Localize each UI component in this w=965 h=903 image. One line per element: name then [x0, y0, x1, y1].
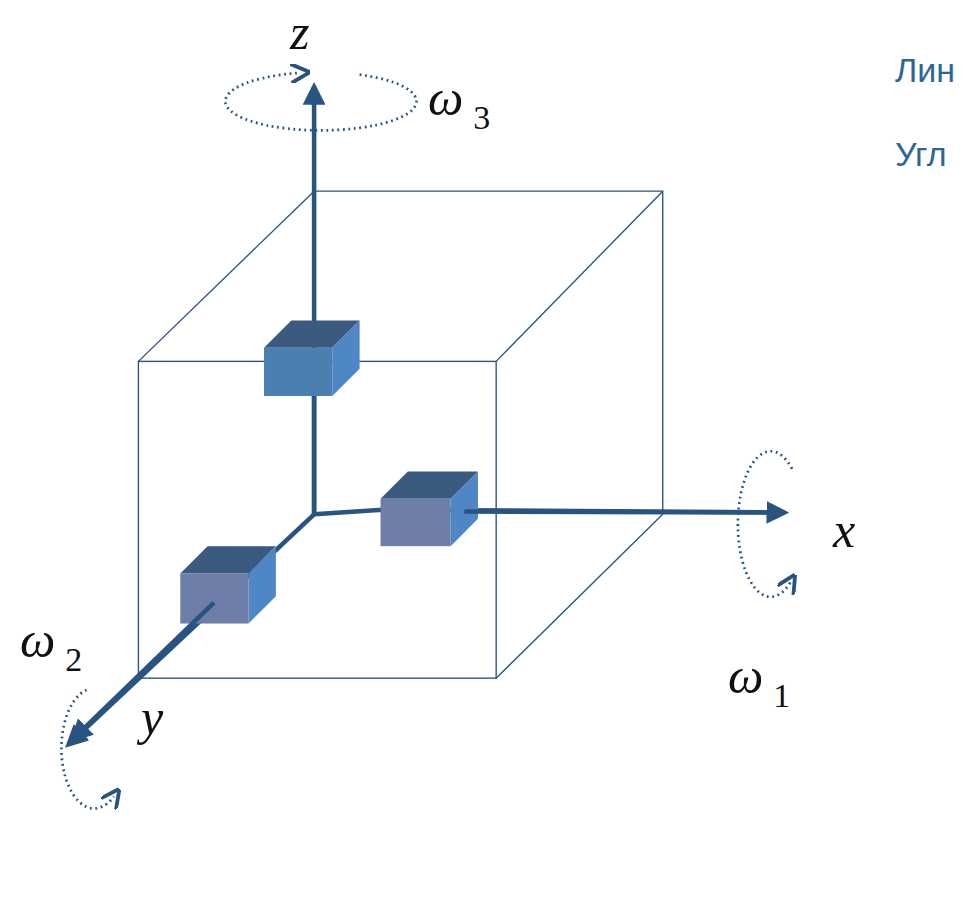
mass-blocks: [73, 320, 785, 739]
axis-label: x: [833, 505, 855, 555]
angular-velocity-label: ω3: [428, 73, 490, 123]
angular-velocity-label: ω2: [20, 615, 82, 665]
axis-lines: [68, 86, 784, 744]
cut-text: Лин: [895, 53, 955, 87]
angular-velocity-label: ω1: [728, 651, 790, 701]
cut-text: Угл: [895, 137, 947, 171]
rotation-arrows: [61, 73, 792, 809]
cube-outline: [138, 191, 662, 678]
axis-label: y: [141, 692, 163, 742]
axis-label: z: [290, 7, 309, 57]
